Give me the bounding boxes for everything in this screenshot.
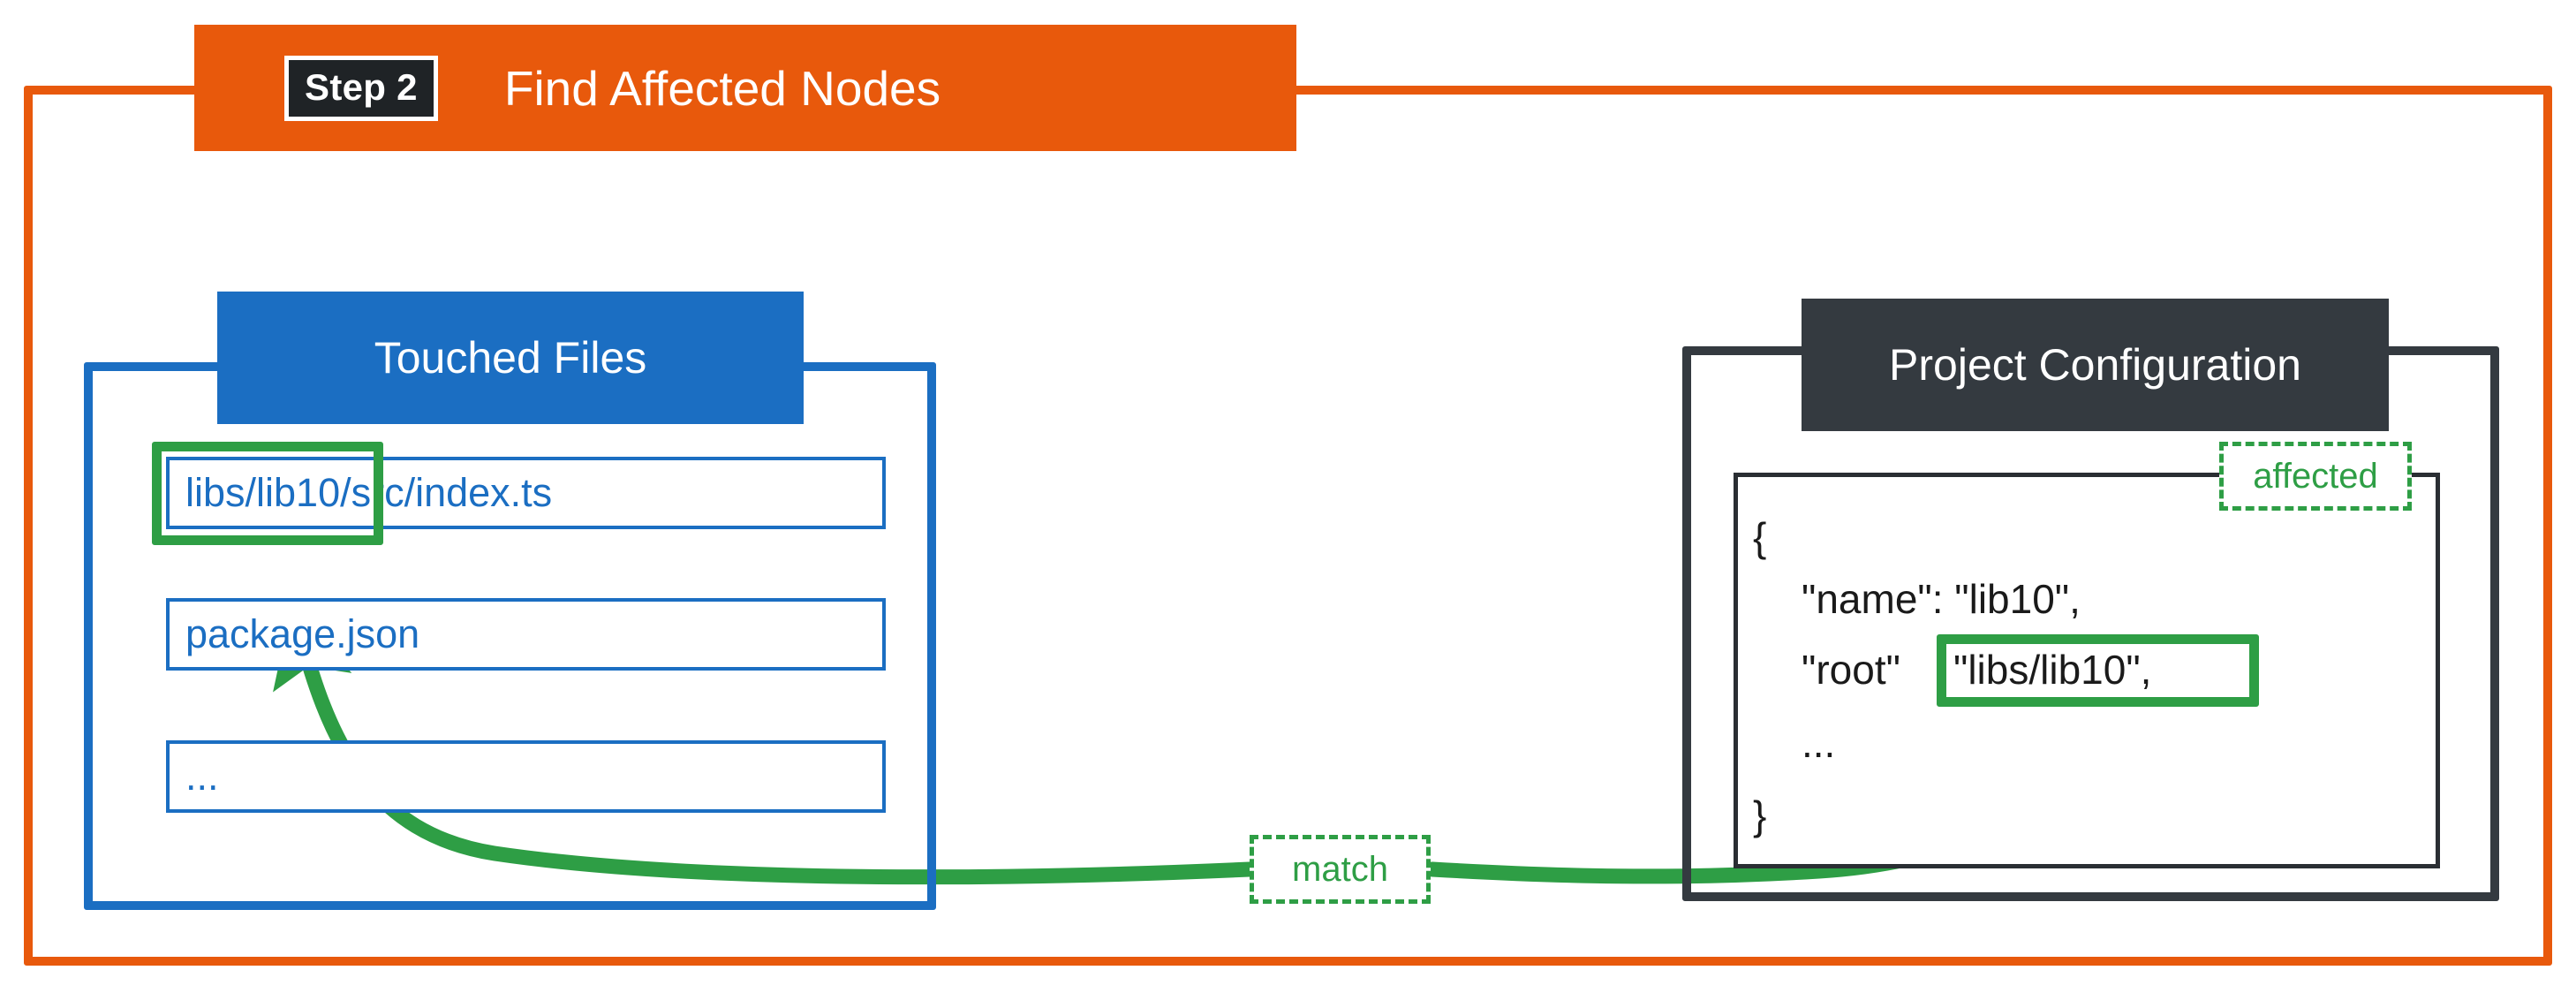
- file-path-label: libs/lib10/src/index.ts: [185, 470, 553, 515]
- file-path-label: package.json: [185, 611, 420, 656]
- json-root-highlight-box: [1937, 634, 2259, 707]
- json-open-brace: {: [1753, 514, 1767, 560]
- list-item[interactable]: ...: [166, 740, 886, 813]
- project-configuration-title: Project Configuration: [1802, 299, 2389, 431]
- step-header-bar: Step 2 Find Affected Nodes: [194, 25, 1296, 151]
- list-item[interactable]: package.json: [166, 598, 886, 671]
- json-root-key: "root": [1802, 647, 1900, 693]
- match-badge: match: [1250, 835, 1431, 904]
- json-close-brace: }: [1753, 792, 1767, 838]
- json-root-value: "libs/lib10",: [1953, 647, 2152, 693]
- json-name-entry: "name": "lib10",: [1802, 576, 2081, 622]
- file-path-label: ...: [185, 754, 219, 799]
- file-path-highlight-box: [152, 442, 383, 545]
- step-number-badge: Step 2: [284, 55, 438, 121]
- project-json-box: [1734, 473, 2440, 868]
- affected-badge: affected: [2219, 442, 2412, 511]
- json-ellipsis: ...: [1802, 720, 1836, 766]
- page-title: Find Affected Nodes: [503, 60, 941, 116]
- touched-files-title: Touched Files: [217, 292, 804, 424]
- list-item[interactable]: libs/lib10/src/index.ts: [166, 457, 886, 529]
